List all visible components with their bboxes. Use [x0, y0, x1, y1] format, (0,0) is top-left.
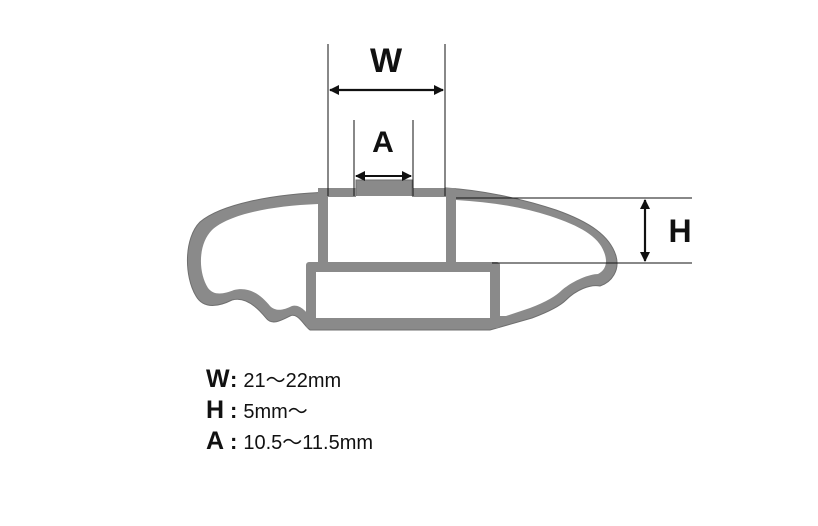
bar-cross-section: [187, 179, 618, 331]
dimension-w: W: [327, 42, 446, 196]
dimension-a: A: [353, 120, 414, 196]
profile-inner-right: [456, 200, 606, 316]
channel-lip-right: [412, 188, 456, 197]
spec-row-w: W:21〜22mm: [206, 365, 342, 393]
spec-row-h: H:5mm〜: [206, 396, 308, 424]
channel-interior: [328, 196, 446, 262]
spec-value-w: 21〜22mm: [243, 370, 342, 392]
dimension-label-w: W: [370, 42, 403, 80]
channel-lip-left: [318, 188, 356, 197]
dimension-label-a: A: [372, 126, 394, 159]
dimension-h: H: [456, 197, 692, 264]
spec-key-w: W: [206, 365, 230, 393]
lower-chamber-inner: [316, 272, 490, 318]
dimension-label-h: H: [668, 213, 691, 249]
channel-wall-left: [318, 196, 328, 264]
channel-wall-right: [446, 196, 456, 264]
spec-value-h: 5mm〜: [243, 401, 308, 423]
spec-key-a: A: [206, 427, 225, 455]
spec-key-h: H: [206, 396, 225, 424]
spec-value-a: 10.5〜11.5mm: [243, 432, 374, 454]
spec-row-a: A:10.5〜11.5mm: [206, 427, 374, 455]
